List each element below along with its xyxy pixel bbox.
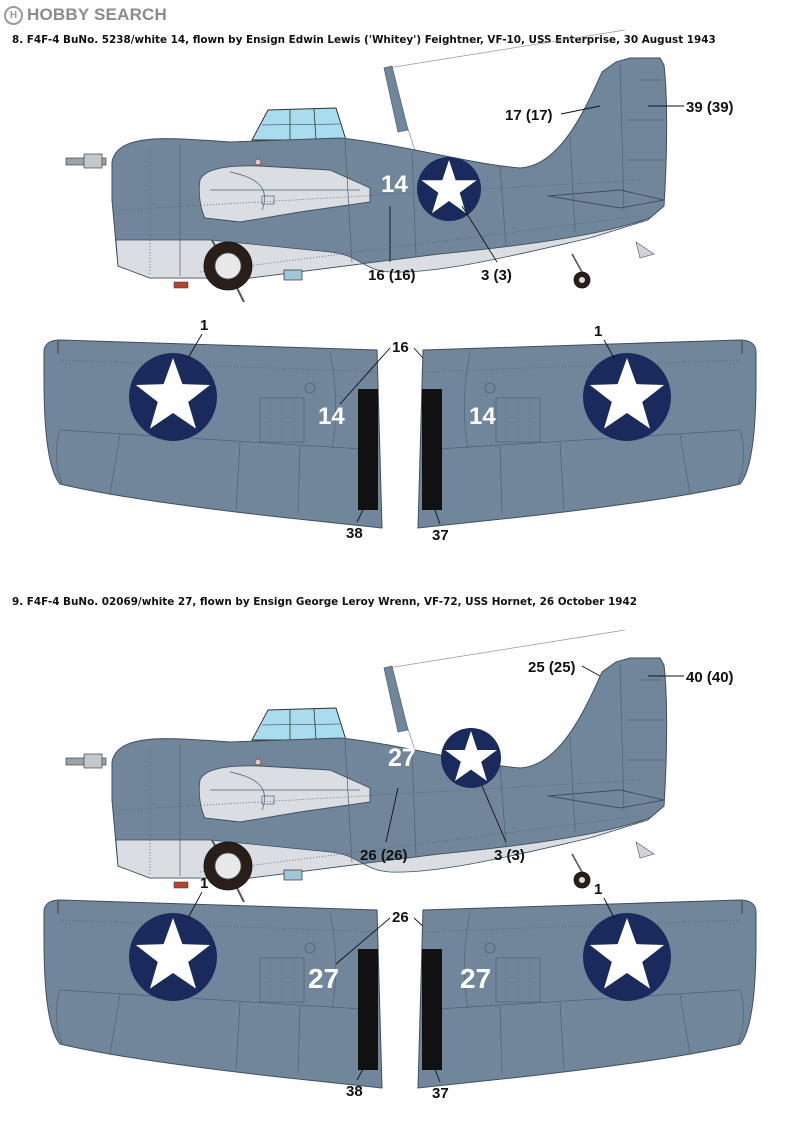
- profile-9-left-wing: 27 1 26 38: [43, 875, 465, 1100]
- left-wing-callout-38: 38: [346, 525, 363, 542]
- callout-3: 3 (3): [481, 267, 512, 284]
- left-wing-callout-38: 38: [346, 1083, 363, 1100]
- profile-8-right-wing: 14 1 37: [417, 323, 757, 544]
- callout-16: 16 (16): [368, 267, 416, 284]
- callout-17: 17 (17): [505, 107, 553, 124]
- callout-26: 26 (26): [360, 847, 408, 864]
- left-wing-aircraft-number: 14: [318, 403, 345, 430]
- profile-8: 14 17 (17) 39 (39) 16 (16) 3 (3) 14 1 16: [43, 29, 757, 544]
- hobby-search-logo-text: HOBBY SEARCH: [27, 5, 167, 24]
- profile-9: 27 25 (25) 40 (40) 26 (26) 3 (3) 27 1 26: [43, 629, 757, 1102]
- profile-8-left-wing: 14 1 16 38: [43, 317, 465, 542]
- wing-callout-26: 26: [392, 909, 409, 926]
- right-wing-callout-37: 37: [432, 527, 449, 544]
- callout-3: 3 (3): [494, 847, 525, 864]
- hobby-search-logo[interactable]: H HOBBY SEARCH: [4, 4, 167, 26]
- left-wing-callout-1: 1: [200, 317, 208, 334]
- right-wing-aircraft-number: 27: [460, 963, 491, 994]
- right-wing-callout-1: 1: [594, 323, 602, 340]
- left-wing-aircraft-number: 27: [308, 963, 339, 994]
- right-wing-callout-1: 1: [594, 881, 602, 898]
- fuselage-aircraft-number: 27: [388, 744, 416, 772]
- callout-40: 40 (40): [686, 669, 734, 686]
- profile-8-caption: 8. F4F-4 BuNo. 5238/white 14, flown by E…: [12, 34, 716, 46]
- profile-9-caption: 9. F4F-4 BuNo. 02069/white 27, flown by …: [12, 596, 637, 608]
- right-wing-aircraft-number: 14: [469, 403, 496, 430]
- wing-callout-16: 16: [392, 339, 409, 356]
- callout-25: 25 (25): [528, 659, 576, 676]
- fuselage-aircraft-number: 14: [381, 171, 408, 198]
- hobby-search-logo-icon: H: [4, 5, 23, 25]
- profile-9-right-wing: 27 1 37: [417, 881, 757, 1102]
- profile-9-fuselage: 27 25 (25) 40 (40) 26 (26) 3 (3): [65, 629, 734, 903]
- profile-8-fuselage: 14 17 (17) 39 (39) 16 (16) 3 (3): [65, 29, 734, 303]
- right-wing-callout-37: 37: [432, 1085, 449, 1102]
- callout-39: 39 (39): [686, 99, 734, 116]
- left-wing-callout-1: 1: [200, 875, 208, 892]
